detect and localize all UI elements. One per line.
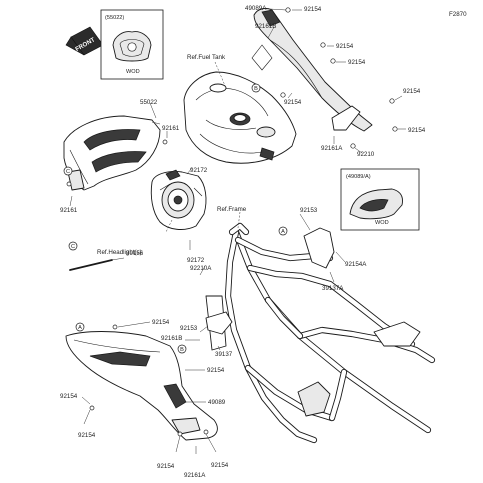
inset-55022-code: (55022)	[105, 15, 124, 21]
svg-text:C: C	[66, 169, 70, 175]
inset-49089A-code: (49089/A)	[346, 174, 371, 180]
inset-55022: (55022) WOD	[100, 9, 164, 80]
part-label-92154: 92154	[304, 6, 322, 13]
ref-headlight-label: Ref.Headlight(s)	[97, 249, 142, 256]
front-direction-arrow: FRONT	[65, 26, 104, 56]
figure-code: F2870	[449, 11, 467, 18]
part-label-92161A: 92161A	[321, 145, 343, 152]
part-label-92161B: 92161B	[255, 23, 276, 30]
part-label-92154: 92154	[157, 463, 175, 470]
part-label-92161: 92161	[60, 207, 78, 214]
part-label-49089: 49089	[208, 399, 226, 406]
rear-seat-cowl	[251, 7, 398, 149]
part-label-92161B: 92161B	[161, 335, 182, 342]
part-label-55022: 55022	[140, 99, 158, 106]
marker-c-2: C	[68, 241, 78, 251]
leader-lines	[69, 8, 406, 454]
part-label-92154A: 92154A	[345, 261, 367, 268]
inset-49089A: (49089/A) WOD	[340, 168, 420, 231]
part-label-92172: 92172	[190, 167, 208, 174]
part-label-92210A: 92210A	[190, 265, 212, 272]
marker-a-1: A	[278, 226, 288, 236]
part-labels: 49089A 92154 92161B 92154 92154 92154 92…	[60, 5, 426, 479]
marker-b-2: B	[177, 344, 187, 354]
part-label-92161: 92161	[162, 125, 180, 132]
svg-text:A: A	[281, 229, 285, 235]
marker-a-2: A	[75, 322, 85, 332]
ref-fuel-tank-label: Ref.Fuel Tank	[187, 54, 226, 61]
svg-text:A: A	[78, 325, 82, 331]
part-label-39137A: 39137A	[322, 285, 344, 292]
part-label-92210: 92210	[357, 151, 375, 158]
part-label-39137: 39137	[215, 351, 233, 358]
part-label-92161A: 92161A	[184, 472, 206, 479]
marker-b-1: B	[251, 83, 261, 93]
ref-frame-label: Ref.Frame	[217, 206, 247, 213]
part-label-92153: 92153	[300, 207, 318, 214]
part-label-92154: 92154	[152, 319, 170, 326]
frame: Ref.Frame	[205, 206, 436, 444]
part-label-92154: 92154	[348, 59, 366, 66]
part-label-92154: 92154	[60, 393, 78, 400]
inset-49089A-note: WOD	[375, 220, 389, 226]
part-label-92154: 92154	[207, 367, 225, 374]
part-label-92154: 92154	[211, 462, 229, 469]
part-label-92154: 92154	[403, 88, 421, 95]
fuel-tank: Ref.Fuel Tank	[183, 54, 297, 164]
part-label-92154: 92154	[78, 432, 96, 439]
headlight-cowl	[63, 115, 191, 191]
part-label-92153: 92153	[180, 325, 198, 332]
part-label-39156: 39156	[126, 250, 144, 257]
part-label-92154: 92154	[408, 127, 426, 134]
marker-c-1: C	[63, 166, 73, 176]
headlight-housing	[150, 169, 207, 233]
part-label-92172: 92172	[187, 257, 205, 264]
cable-39156	[69, 257, 125, 271]
part-label-49089A: 49089A	[245, 5, 267, 12]
inset-55022-note: WOD	[126, 69, 140, 75]
part-label-92154: 92154	[284, 99, 302, 106]
svg-text:B: B	[254, 86, 258, 92]
svg-text:C: C	[71, 244, 75, 250]
part-label-92154: 92154	[336, 43, 354, 50]
svg-text:B: B	[180, 347, 184, 353]
side-cover	[65, 311, 233, 441]
